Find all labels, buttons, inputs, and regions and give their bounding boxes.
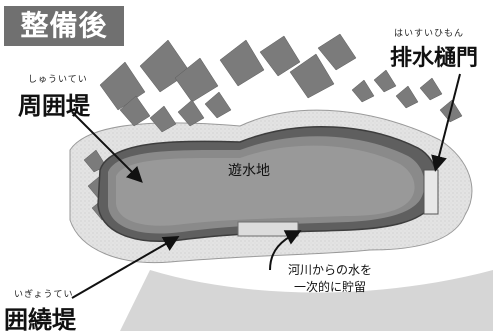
drainage-sluice-structure — [423, 169, 439, 215]
haisui-himon-ruby: はいすいひもん — [394, 29, 465, 39]
retention-pond-label: 遊水地 — [228, 163, 270, 179]
river-area — [120, 270, 493, 331]
arrow-ikyou — [71, 236, 180, 299]
inflow-caption-line2: 一次的に貯留 — [294, 280, 367, 294]
arrow-haisui — [431, 73, 461, 172]
ikyou-tei-label: 囲繞堤 — [4, 306, 76, 334]
trees — [83, 33, 463, 221]
haisui-himon-label: 排水樋門 — [390, 46, 479, 71]
ikyou-tei-ruby: いぎょうてい — [14, 290, 74, 300]
arrow-shuui — [71, 111, 143, 183]
shuui-tei-label: 周囲堤 — [18, 92, 90, 120]
arrow-inflow — [269, 230, 302, 271]
inflow-caption: 河川からの水を 一次的に貯留 — [288, 262, 372, 296]
inflow-caption-line1: 河川からの水を — [288, 263, 373, 277]
title-badge: 整備後 — [4, 6, 124, 46]
retention-pond — [116, 145, 415, 226]
shuui-tei-ruby: しゅういてい — [28, 75, 88, 85]
inflow-weir — [237, 221, 299, 237]
